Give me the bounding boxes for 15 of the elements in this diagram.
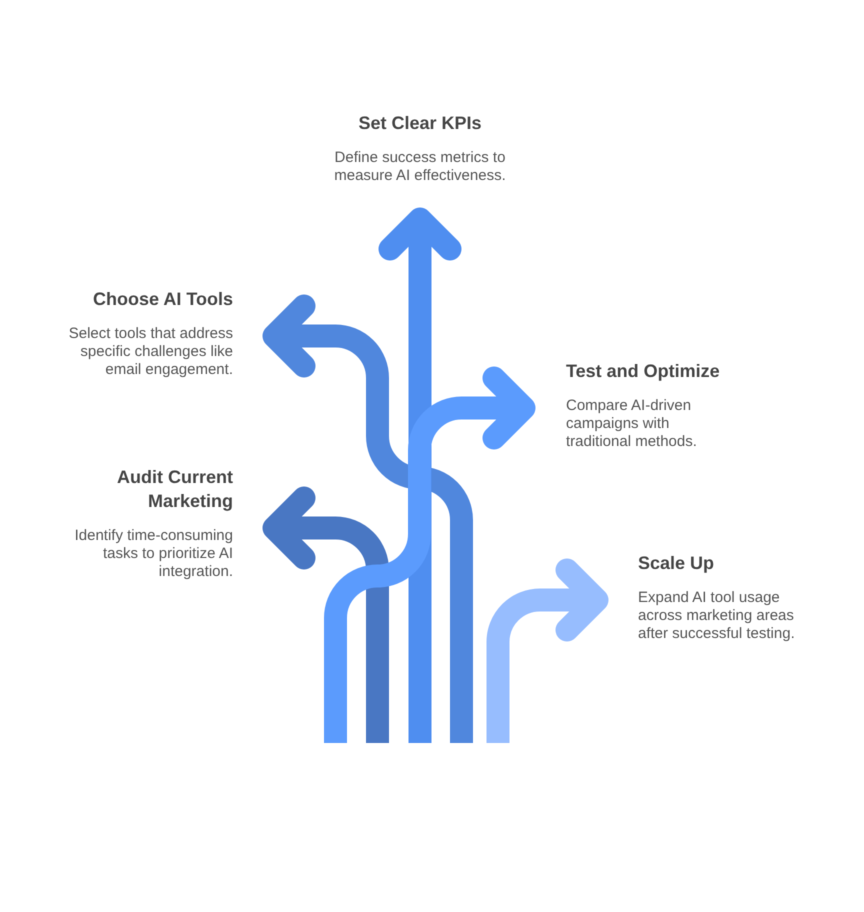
step-description: Compare AI-driven campaigns with traditional methods. (566, 397, 698, 451)
step-title: Set Clear KPIs (358, 112, 482, 135)
arrow (486, 558, 608, 743)
arrow (378, 208, 462, 743)
step-description: Select tools that address specific challenges like email engagement. (68, 325, 233, 379)
step-title: Scale Up (638, 552, 714, 575)
step-title: Test and Optimize (566, 360, 720, 383)
step-description: Expand AI tool usage across marketing areas after successful testing. (638, 589, 796, 643)
step-title: Choose AI Tools (92, 288, 233, 311)
step-title: Audit Current Marketing (116, 466, 233, 513)
arrow (262, 486, 389, 743)
step-description: Identify time-consuming tasks to prioritize AI integration. (74, 527, 233, 581)
arrow (324, 366, 536, 743)
arrow (262, 294, 473, 743)
step-description: Define success metrics to measure AI effectiveness. (333, 149, 507, 185)
